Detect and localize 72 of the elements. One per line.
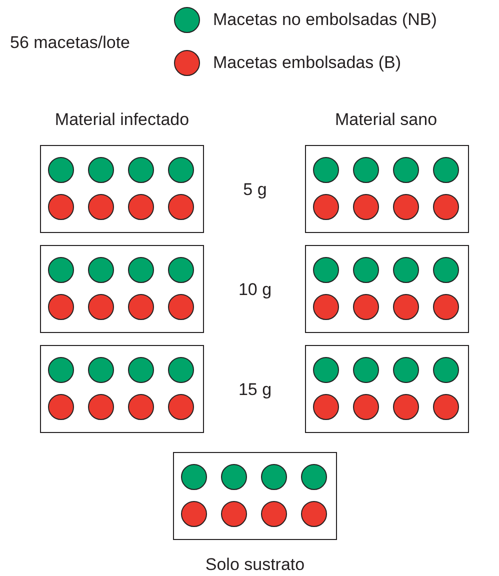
pot-marker (313, 294, 339, 320)
pot-marker (168, 257, 194, 283)
pot-marker (88, 357, 114, 383)
pot-marker (128, 194, 154, 220)
pot-marker (88, 294, 114, 320)
tray-box (40, 245, 204, 333)
pot-marker (48, 194, 74, 220)
dose-label: 15 g (238, 380, 272, 400)
tray-box (40, 145, 204, 233)
pot-marker (313, 194, 339, 220)
tray-box (305, 145, 469, 233)
pot-marker (353, 357, 379, 383)
tray-box (40, 345, 204, 433)
pot-marker (433, 394, 459, 420)
pot-marker (221, 464, 247, 490)
pot-marker (128, 294, 154, 320)
pot-marker (353, 157, 379, 183)
legend-text: Macetas no embolsadas (NB) (213, 10, 437, 30)
pot-marker (48, 157, 74, 183)
pot-marker (313, 357, 339, 383)
pot-marker (301, 464, 327, 490)
pot-marker (433, 194, 459, 220)
pot-marker (393, 357, 419, 383)
tray-box (305, 345, 469, 433)
pot-marker (393, 157, 419, 183)
pot-marker (353, 394, 379, 420)
pot-marker (128, 157, 154, 183)
tray-box (173, 452, 337, 540)
pot-marker (433, 294, 459, 320)
pot-marker (88, 157, 114, 183)
legend-text: Macetas embolsadas (B) (213, 53, 402, 73)
pot-marker (181, 464, 207, 490)
pot-marker (168, 357, 194, 383)
pot-marker (353, 257, 379, 283)
tray-box (305, 245, 469, 333)
column-heading: Material infectado (54, 110, 190, 130)
pot-marker (48, 257, 74, 283)
pot-marker (168, 157, 194, 183)
column-heading: Material sano (334, 110, 438, 130)
pot-marker (393, 257, 419, 283)
pot-marker (221, 501, 247, 527)
pot-marker (88, 394, 114, 420)
pot-marker (313, 257, 339, 283)
dose-label: 10 g (238, 280, 272, 300)
pot-marker (353, 194, 379, 220)
pot-marker (261, 501, 287, 527)
pot-marker (181, 501, 207, 527)
pot-marker (393, 194, 419, 220)
pot-marker (393, 394, 419, 420)
pot-marker (128, 257, 154, 283)
pot-marker (88, 194, 114, 220)
pot-marker (48, 294, 74, 320)
pot-marker (353, 294, 379, 320)
pot-marker (313, 157, 339, 183)
pot-marker (301, 501, 327, 527)
pot-marker (393, 294, 419, 320)
pot-marker (313, 394, 339, 420)
pot-marker (168, 194, 194, 220)
pot-marker (128, 394, 154, 420)
dose-label: 5 g (243, 180, 267, 200)
pot-marker (261, 464, 287, 490)
pot-marker (88, 257, 114, 283)
pot-marker (48, 357, 74, 383)
pot-marker (433, 257, 459, 283)
pot-marker (168, 294, 194, 320)
lot-size-label: 56 macetas/lote (10, 33, 130, 53)
pot-marker (168, 394, 194, 420)
pot-marker (48, 394, 74, 420)
tray-caption: Solo sustrato (205, 555, 305, 575)
pot-marker (433, 357, 459, 383)
pot-marker (433, 157, 459, 183)
pot-marker (128, 357, 154, 383)
